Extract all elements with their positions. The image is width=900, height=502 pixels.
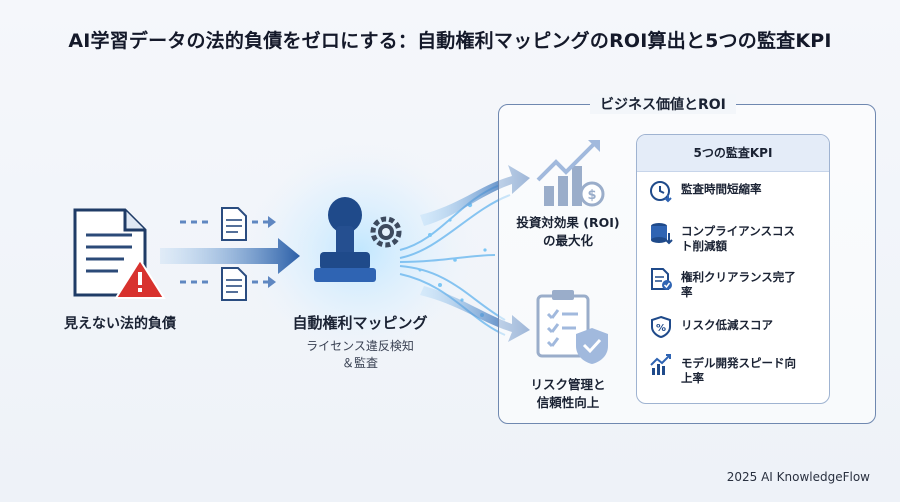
kpi-text: コンプライアンスコス ト削減額 bbox=[681, 221, 795, 254]
risk-label-line: 信頼性向上 bbox=[536, 395, 600, 410]
page-title: AI学習データの法的負債をゼロにする：自動権利マッピングのROI算出と5つの監査… bbox=[68, 30, 832, 52]
risk-label: リスク管理と 信頼性向上 bbox=[508, 376, 628, 412]
footer-credit: 2025 AI KnowledgeFlow bbox=[726, 470, 870, 484]
small-document-icon bbox=[221, 267, 247, 301]
kpi-item: 権利クリアランス完了 率 bbox=[649, 267, 825, 300]
kpi-item: 監査時間短縮率 bbox=[649, 179, 825, 203]
kpi-line: ト削減額 bbox=[681, 239, 727, 253]
kpi-line: 上率 bbox=[681, 371, 704, 385]
kpi-item: コンプライアンスコス ト削減額 bbox=[649, 221, 825, 254]
kpi-text: 権利クリアランス完了 率 bbox=[681, 267, 796, 300]
svg-text:%: % bbox=[656, 323, 666, 334]
dash-lines bbox=[180, 220, 268, 284]
kpi-line: モデル開発スピード向 bbox=[681, 356, 796, 370]
kpi-item: モデル開発スピード向 上率 bbox=[649, 353, 825, 386]
kpi-box: 5つの監査KPI 監査時間短縮率 コンプライアンスコス ト削減額 bbox=[636, 134, 830, 404]
source-label: 見えない法的負債 bbox=[64, 316, 176, 332]
kpi-line: 監査時間短縮率 bbox=[681, 182, 762, 196]
center-label: 自動権利マッピング bbox=[292, 314, 428, 332]
center-sub-line: ライセンス違反検知 bbox=[306, 339, 414, 353]
kpi-line: 率 bbox=[681, 285, 693, 299]
small-document-icon bbox=[221, 207, 247, 241]
shield-percent-icon: % bbox=[651, 315, 671, 339]
clock-icon bbox=[650, 181, 672, 203]
center-sub-line: ＆監査 bbox=[341, 356, 378, 370]
kpi-line: リスク低減スコア bbox=[681, 318, 773, 332]
center-sublabel: ライセンス違反検知 ＆監査 bbox=[270, 338, 450, 372]
roi-label-line: 投資対効果 (ROI) bbox=[516, 215, 620, 230]
dash-arrowhead-bottom bbox=[268, 276, 276, 288]
kpi-text: モデル開発スピード向 上率 bbox=[681, 353, 796, 386]
database-down-icon bbox=[651, 223, 673, 245]
roi-label: 投資対効果 (ROI) の最大化 bbox=[508, 214, 628, 250]
panel-title: ビジネス価値とROI bbox=[590, 94, 736, 114]
document-check-icon bbox=[651, 268, 672, 290]
trend-chart-icon bbox=[650, 354, 671, 375]
left-flow-arrow bbox=[160, 238, 300, 274]
roi-label-line: の最大化 bbox=[542, 233, 593, 248]
dash-arrowhead-top bbox=[268, 216, 276, 228]
center-glow bbox=[240, 140, 480, 360]
kpi-title: 5つの監査KPI bbox=[637, 135, 829, 172]
kpi-line: コンプライアンスコス bbox=[681, 224, 795, 238]
stamp-gear-icon bbox=[314, 197, 402, 282]
kpi-text: リスク低減スコア bbox=[681, 315, 773, 333]
kpi-line: 権利クリアランス完了 bbox=[681, 270, 796, 284]
kpi-item: % リスク低減スコア bbox=[649, 315, 825, 339]
kpi-text: 監査時間短縮率 bbox=[681, 179, 762, 197]
risk-label-line: リスク管理と bbox=[530, 377, 606, 392]
document-warning-icon bbox=[73, 208, 166, 299]
